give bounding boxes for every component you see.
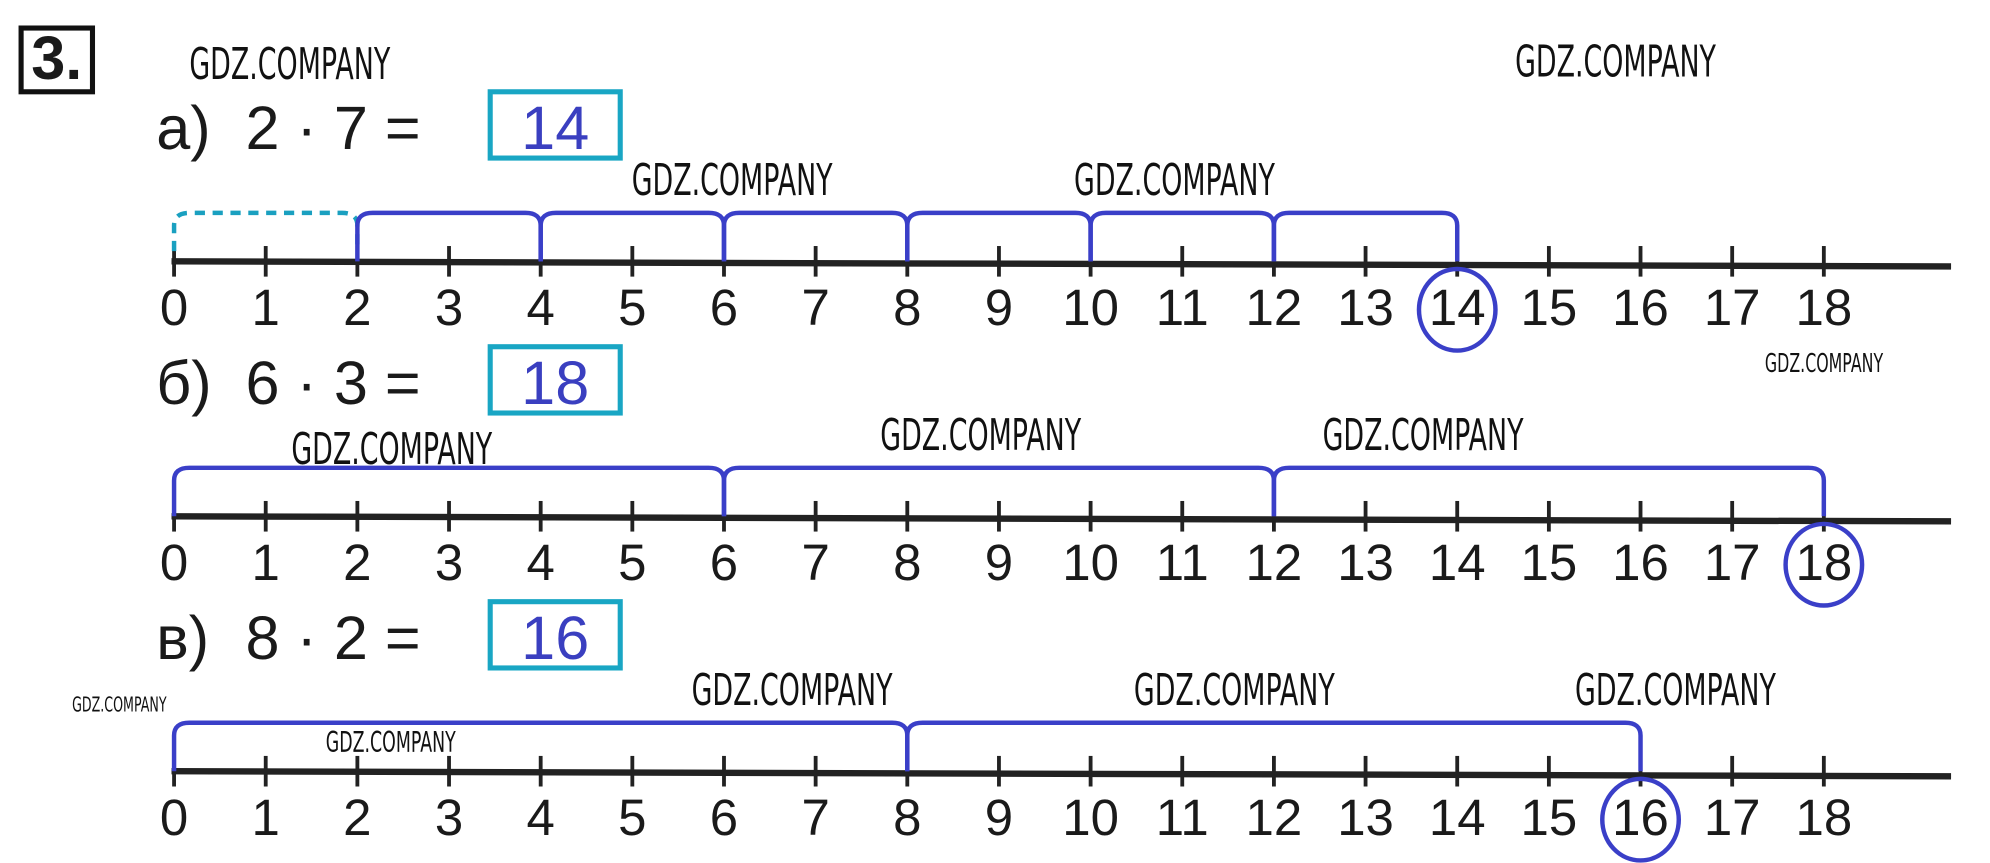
tick-label: 8 <box>893 279 921 336</box>
jump-arc <box>905 720 1643 772</box>
task-number: 3. <box>18 24 96 95</box>
result-circle <box>1416 266 1498 353</box>
watermark-text: GDZ.COMPANY <box>880 410 1082 460</box>
tick-label: 5 <box>618 279 646 336</box>
tick-label: 10 <box>1062 534 1119 591</box>
answer-value: 18 <box>521 349 589 417</box>
tick-label: 10 <box>1062 789 1119 846</box>
tick-label: 13 <box>1337 279 1394 336</box>
tick-label: 18 <box>1795 534 1852 591</box>
tick-label: 2 <box>343 789 371 846</box>
answer-box <box>487 344 623 416</box>
result-circle <box>1783 521 1865 608</box>
answer-value: 14 <box>521 94 589 162</box>
answer-value: 16 <box>521 604 589 672</box>
tick-label: 6 <box>710 534 738 591</box>
tick-label: 16 <box>1612 789 1669 846</box>
tick-label: 0 <box>160 279 188 336</box>
watermark-text: GDZ.COMPANY <box>291 424 493 474</box>
tick-label: 17 <box>1704 534 1761 591</box>
watermark-text: GDZ.COMPANY <box>1515 37 1717 87</box>
watermark-text: GDZ.COMPANY <box>1134 665 1336 715</box>
tick-label: 3 <box>435 534 463 591</box>
watermark-text: GDZ.COMPANY <box>632 155 834 205</box>
jump-arc <box>1271 465 1827 517</box>
tick-label: 17 <box>1704 279 1761 336</box>
tick-label: 14 <box>1429 534 1486 591</box>
exercise-label: в) <box>156 604 209 672</box>
tick-label: 0 <box>160 534 188 591</box>
tick-label: 5 <box>618 534 646 591</box>
tick-label: 16 <box>1612 534 1669 591</box>
tick-label: 12 <box>1246 534 1303 591</box>
tick-label: 13 <box>1337 789 1394 846</box>
task-number-text: 3. <box>31 24 82 92</box>
exercise-expression: 6 · 3 = <box>245 349 420 417</box>
watermark-text: GDZ.COMPANY <box>1765 349 1883 379</box>
exercise-expression: 2 · 7 = <box>245 94 420 162</box>
tick-label: 1 <box>252 534 280 591</box>
tick-label: 8 <box>893 789 921 846</box>
tick-label: 2 <box>343 279 371 336</box>
number-line <box>171 513 1952 525</box>
tick-label: 15 <box>1521 789 1578 846</box>
tick-label: 9 <box>985 534 1013 591</box>
tick-label: 2 <box>343 534 371 591</box>
watermark-text: GDZ.COMPANY <box>326 726 457 760</box>
tick-label: 0 <box>160 789 188 846</box>
tick-label: 11 <box>1156 534 1209 591</box>
watermark-text: GDZ.COMPANY <box>72 692 167 716</box>
tick-label: 11 <box>1156 279 1209 336</box>
watermark-text: GDZ.COMPANY <box>1074 155 1276 205</box>
tick-label: 5 <box>618 789 646 846</box>
tick-label: 13 <box>1337 534 1394 591</box>
jump-arc <box>1271 210 1460 262</box>
tick-label: 1 <box>252 789 280 846</box>
tick-label: 15 <box>1521 279 1578 336</box>
tick-label: 7 <box>801 789 829 846</box>
tick-label: 14 <box>1429 789 1486 846</box>
tick-label: 16 <box>1612 279 1669 336</box>
tick-label: 18 <box>1795 789 1852 846</box>
result-circle <box>1600 776 1682 863</box>
tick-label: 7 <box>801 534 829 591</box>
tick-label: 14 <box>1429 279 1486 336</box>
exercise-label: а) <box>156 94 210 162</box>
answer-box <box>487 89 623 161</box>
tick-label: 18 <box>1795 279 1852 336</box>
tick-label: 11 <box>1156 789 1209 846</box>
watermark-text: GDZ.COMPANY <box>692 665 894 715</box>
tick-label: 9 <box>985 279 1013 336</box>
tick-label: 6 <box>710 789 738 846</box>
watermark-text: GDZ.COMPANY <box>1323 410 1525 460</box>
tick-label: 4 <box>527 279 555 336</box>
exercise-label: б) <box>156 349 211 417</box>
tick-label: 1 <box>252 279 280 336</box>
watermark-text: GDZ.COMPANY <box>189 39 391 89</box>
watermark-text: GDZ.COMPANY <box>1575 665 1777 715</box>
number-line <box>171 258 1952 270</box>
tick-label: 4 <box>527 534 555 591</box>
tick-label: 7 <box>801 279 829 336</box>
answer-box <box>487 599 623 671</box>
tick-label: 4 <box>527 789 555 846</box>
tick-label: 15 <box>1521 534 1578 591</box>
tick-label: 12 <box>1246 279 1303 336</box>
exercise-expression: 8 · 2 = <box>245 604 420 672</box>
tick-label: 6 <box>710 279 738 336</box>
tick-label: 10 <box>1062 279 1119 336</box>
tick-label: 17 <box>1704 789 1761 846</box>
tick-label: 9 <box>985 789 1013 846</box>
tick-label: 3 <box>435 279 463 336</box>
tick-label: 3 <box>435 789 463 846</box>
number-line <box>171 768 1952 780</box>
tick-label: 12 <box>1246 789 1303 846</box>
tick-label: 8 <box>893 534 921 591</box>
dashed-jump-arc <box>171 210 360 252</box>
